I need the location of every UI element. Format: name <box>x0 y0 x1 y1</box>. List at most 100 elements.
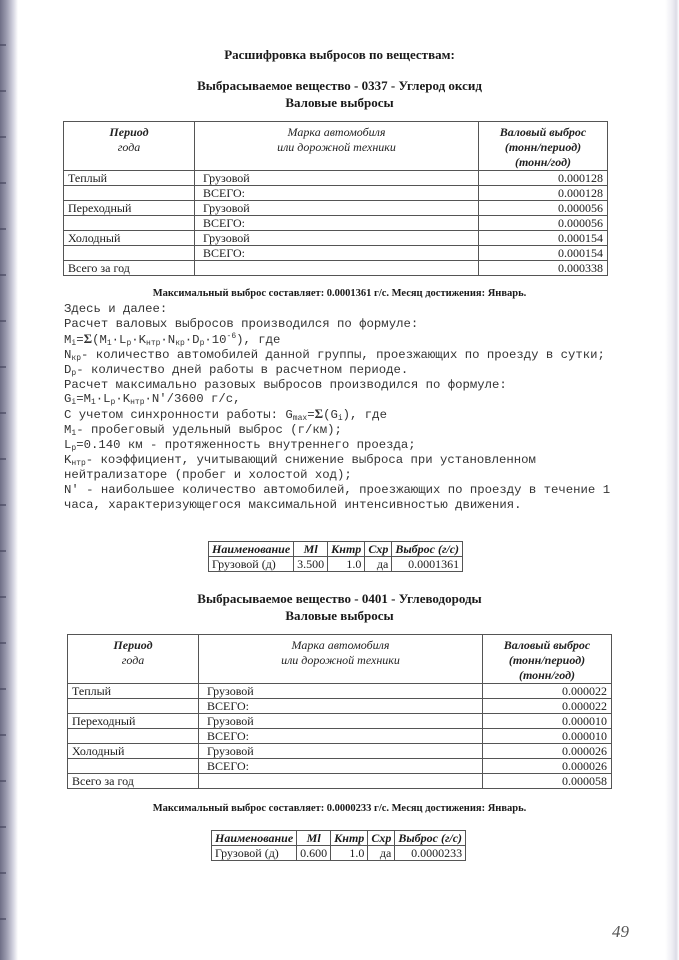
dp-desc: Dp- количество дней работы в расчетном п… <box>64 362 409 378</box>
header-brand-line2: или дорожной техники <box>281 653 400 667</box>
ml-cell: 3.500 <box>293 556 329 572</box>
period-cell: Всего за год <box>63 260 195 276</box>
table-row: Грузовой (д) 0.600 1.0 да 0.0000233 <box>210 845 467 861</box>
value-cell: 0.000128 <box>478 170 608 186</box>
brand-cell: ВСЕГО: <box>198 728 483 744</box>
ml-cell: 0.600 <box>296 845 332 861</box>
lp-desc: Lp=0.140 км - протяженность внутреннего … <box>64 438 416 454</box>
table-row: ВСЕГО:0.000010 <box>67 728 612 744</box>
header-name: Наименование <box>210 830 298 846</box>
table-row: Грузовой (д) 3.500 1.0 да 0.0001361 <box>207 556 464 572</box>
substance-2-subtitle: Валовые выбросы <box>285 608 394 623</box>
max-formula: Gi=M1·Lp·Kнтр·N′ <box>64 392 167 408</box>
header-brand: Марка автомобиля или дорожной техники <box>198 634 483 684</box>
m1-desc-text: - пробеговый удельный выброс (г/км); <box>76 423 342 438</box>
brand-cell: Грузовой <box>194 170 479 186</box>
header-period: Период года <box>67 634 199 684</box>
gross-formula-tail: , где <box>243 332 281 347</box>
header-period-line2: года <box>117 140 141 154</box>
value-cell: 0.000338 <box>478 260 608 276</box>
brand-cell: ВСЕГО: <box>198 758 483 774</box>
period-cell <box>63 185 195 201</box>
brand-cell <box>198 773 483 789</box>
header-brand-line2: или дорожной техники <box>277 140 396 154</box>
kntr-desc: Kнтр- коэффициент, учитывающий снижение … <box>64 453 544 482</box>
period-cell <box>67 698 199 714</box>
formula-notes: Здесь и далее: Расчет валовых выбросов п… <box>64 302 624 513</box>
header-brand-line1: Марка автомобиля <box>291 638 390 652</box>
value-cell: 0.000058 <box>482 773 612 789</box>
m1-desc: M1- пробеговый удельный выброс (г/км); <box>64 423 342 439</box>
sync-tail: , где <box>350 408 387 423</box>
period-cell <box>67 728 199 744</box>
header-kntr: Кнтр <box>330 830 369 846</box>
value-cell: 0.000022 <box>482 683 612 699</box>
table-row: ВСЕГО:0.000056 <box>63 215 608 231</box>
gross-formula: Mi=Σ(M1·Lp·Kнтр·Nкр·Dp·10-6) <box>64 330 244 348</box>
brand-cell: Грузовой <box>198 743 483 759</box>
table-row: ВСЕГО:0.000154 <box>63 245 608 261</box>
header-period: Период года <box>63 121 195 171</box>
value-cell: 0.000154 <box>478 230 608 246</box>
substance-2-title: Выбрасываемое вещество - 0401 - Углеводо… <box>197 591 482 606</box>
period-cell <box>63 245 195 261</box>
notes-intro: Здесь и далее: <box>64 302 168 316</box>
scan-right-edge <box>665 0 679 960</box>
max-emission-table-1: Наименование Ml Кнтр Схр Выброс (г/с) Гр… <box>207 541 464 572</box>
table-row-total: Всего за год 0.000338 <box>63 260 608 276</box>
header-kntr: Кнтр <box>327 541 366 557</box>
header-brand-line1: Марка автомобиля <box>287 125 386 139</box>
header-gross-line3: (тонн/год) <box>518 668 576 682</box>
scan-binding-marks <box>0 0 6 960</box>
brand-cell: Грузовой <box>198 713 483 729</box>
brand-cell: Грузовой <box>194 230 479 246</box>
brand-cell: Грузовой <box>194 200 479 216</box>
period-cell <box>67 758 199 774</box>
period-cell: Переходный <box>63 200 195 216</box>
header-ml: Ml <box>296 830 332 846</box>
lp-desc-text: =0.140 км - протяженность внутреннего пр… <box>76 438 416 453</box>
header-period-line1: Период <box>109 125 149 139</box>
header-shr: Схр <box>364 541 393 557</box>
period-cell: Переходный <box>67 713 199 729</box>
max-emission-table-2: Наименование Ml Кнтр Схр Выброс (г/с) Гр… <box>210 830 467 861</box>
table-row: ВСЕГО:0.000128 <box>63 185 608 201</box>
kntr-cell: 1.0 <box>330 845 369 861</box>
value-cell: 0.000128 <box>478 185 608 201</box>
name-cell: Грузовой (д) <box>210 845 298 861</box>
value-cell: 0.000010 <box>482 728 612 744</box>
header-gross: Валовый выброс (тонн/период) (тонн/год) <box>482 634 612 684</box>
gross-emissions-table-2: Период года Марка автомобиля или дорожно… <box>67 634 612 789</box>
period-cell: Теплый <box>63 170 195 186</box>
header-emission: Выброс (г/с) <box>394 830 467 846</box>
header-gross-line3: (тонн/год) <box>514 155 572 169</box>
substance-1-subtitle: Валовые выбросы <box>285 95 394 110</box>
nkr-desc: Nкр- количество автомобилей данной групп… <box>64 347 605 363</box>
period-cell: Всего за год <box>67 773 199 789</box>
header-emission: Выброс (г/с) <box>391 541 464 557</box>
emission-cell: 0.0000233 <box>394 845 467 861</box>
brand-cell: ВСЕГО: <box>194 215 479 231</box>
period-cell: Теплый <box>67 683 199 699</box>
substance-1-title: Выбрасываемое вещество - 0337 - Углерод … <box>197 78 482 93</box>
small-table-header: Наименование Ml Кнтр Схр Выброс (г/с) <box>207 541 464 557</box>
brand-cell: Грузовой <box>198 683 483 699</box>
header-ml: Ml <box>293 541 329 557</box>
header-gross-line2: (тонн/период) <box>508 653 586 667</box>
table-header-row: Период года Марка автомобиля или дорожно… <box>63 121 608 171</box>
brand-cell: ВСЕГО: <box>194 185 479 201</box>
value-cell: 0.000010 <box>482 713 612 729</box>
brand-cell <box>194 260 479 276</box>
header-gross-line2: (тонн/период) <box>504 140 582 154</box>
header-brand: Марка автомобиля или дорожной техники <box>194 121 479 171</box>
header-shr: Схр <box>367 830 396 846</box>
small-table-header: Наименование Ml Кнтр Схр Выброс (г/с) <box>210 830 467 846</box>
sync-caption: С учетом синхронности работы: <box>64 408 286 423</box>
header-period-line2: года <box>121 653 145 667</box>
value-cell: 0.000022 <box>482 698 612 714</box>
